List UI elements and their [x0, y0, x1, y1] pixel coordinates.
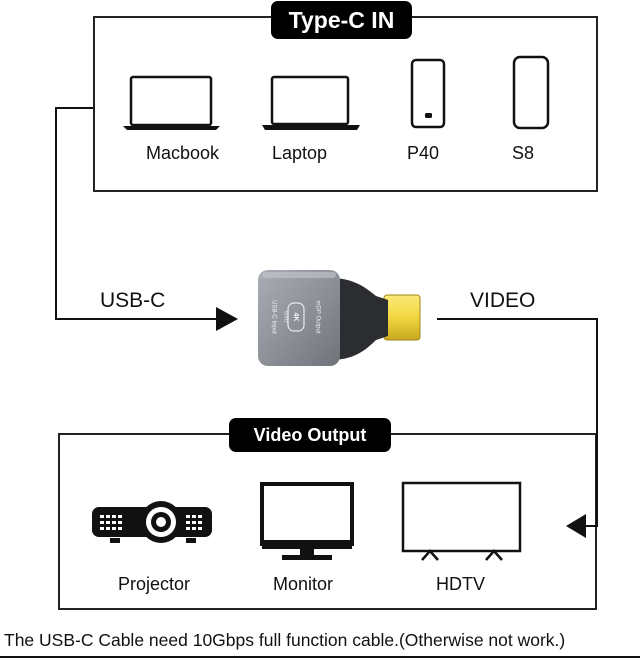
badge-4k-text: 4K — [292, 313, 299, 322]
adapter-mdp-output-text: mDP Output — [314, 301, 320, 334]
projector-icon — [92, 501, 212, 543]
cable-requirement-note: The USB-C Cable need 10Gbps full functio… — [4, 630, 566, 650]
output-arrow-icon — [566, 514, 586, 538]
usb-c-input-label: USB-C — [100, 289, 166, 312]
device-label-projector: Projector — [118, 574, 191, 594]
laptop-icon — [262, 75, 360, 130]
badge-60hz-text: 60Hz — [283, 311, 289, 323]
input-connector-line — [55, 107, 218, 320]
section-title-video-output: Video Output — [229, 418, 391, 452]
section-title-type-c-in: Type-C IN — [271, 1, 412, 39]
adapter-usb-c-input-text: USB-C Input — [270, 300, 276, 334]
output-connector-line — [437, 318, 598, 527]
device-label-p40: P40 — [407, 143, 440, 163]
device-label-monitor: Monitor — [273, 574, 334, 594]
s8-smartphone-icon — [512, 55, 550, 130]
4k-badge — [287, 302, 305, 332]
macbook-laptop-icon — [123, 75, 220, 130]
adapter-body — [258, 270, 340, 366]
device-label-s8: S8 — [512, 143, 535, 163]
device-label-macbook: Macbook — [146, 143, 220, 163]
hdtv-icon — [401, 481, 522, 561]
monitor-icon — [260, 482, 354, 560]
input-arrow-icon — [216, 307, 238, 331]
adapter-tip — [330, 278, 388, 360]
device-label-laptop: Laptop — [272, 143, 328, 163]
device-label-hdtv: HDTV — [436, 574, 485, 594]
p40-smartphone-icon — [410, 58, 446, 129]
footer-underline — [0, 656, 640, 658]
video-output-label: VIDEO — [470, 289, 536, 312]
